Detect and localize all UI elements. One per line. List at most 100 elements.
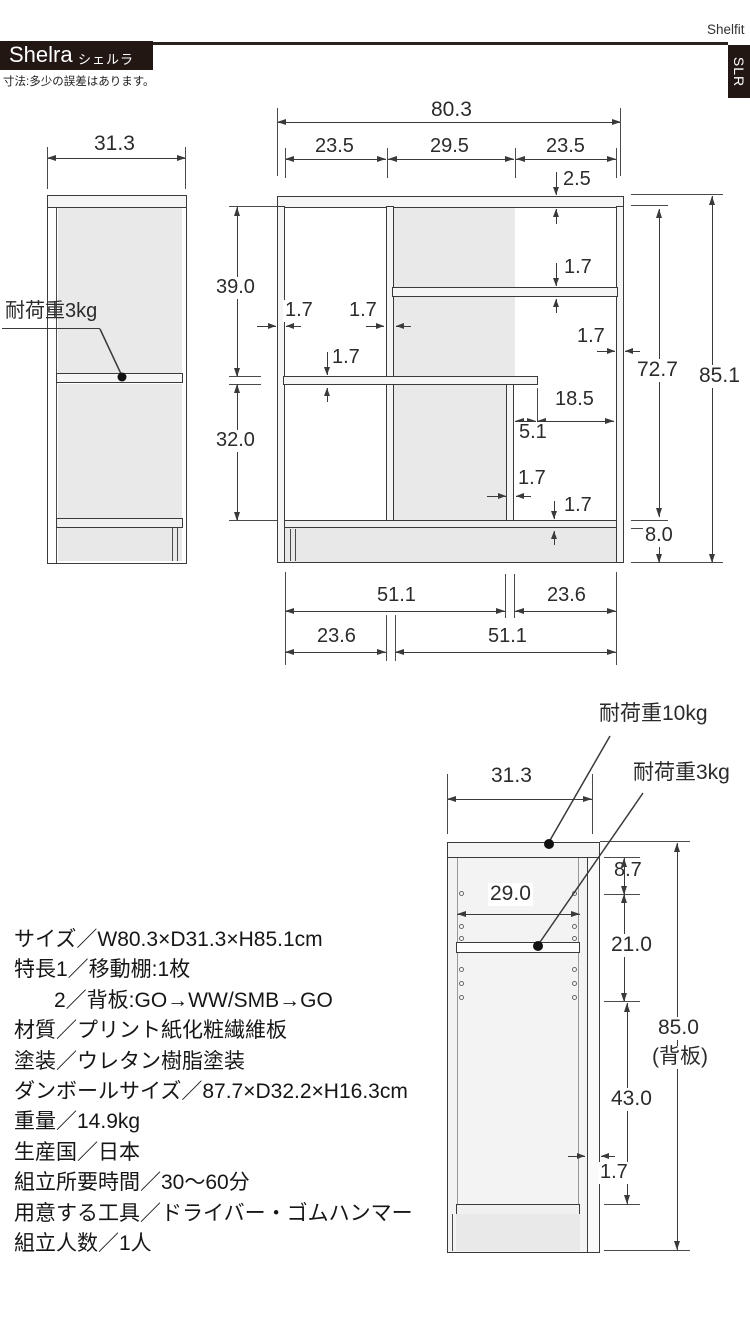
- spec-line-country: 生産国／日本: [14, 1140, 140, 1164]
- inner-face-line: [578, 858, 579, 1205]
- lower-right-divider: [506, 383, 514, 522]
- brand-name: Shelra: [9, 42, 73, 67]
- dim-panel-thickness: 1.7: [516, 467, 548, 490]
- ext-line: [277, 108, 278, 176]
- side-kick-fill: [58, 528, 182, 561]
- movable-shelf: [283, 376, 538, 385]
- top-panel: [277, 196, 624, 208]
- ext-line: [229, 376, 261, 377]
- back-panel-line: [56, 208, 57, 563]
- ext-line: [620, 108, 621, 176]
- arrow: [550, 501, 557, 519]
- dim-line: [620, 858, 627, 895]
- peg-hole: [459, 924, 464, 929]
- dim-front-total-width: 80.3: [429, 98, 474, 122]
- spec-line-feature1: 特長1／移動棚:1枚: [14, 958, 191, 982]
- ext-line: [229, 206, 277, 207]
- arrow: [552, 209, 559, 224]
- back-strip: [586, 842, 600, 1253]
- fixed-shelf: [392, 287, 618, 297]
- back-kick-fill: [456, 1214, 580, 1251]
- arrow: [625, 347, 640, 354]
- dim-upper-section: 39.0: [214, 276, 257, 299]
- brand-kana: シェルラ: [78, 52, 135, 67]
- dim-line: [285, 155, 386, 162]
- spec-line-tools: 用意する工具／ドライバー・ゴムハンマー: [14, 1201, 413, 1225]
- ext-line: [631, 194, 723, 195]
- dim-line: [537, 417, 614, 424]
- dim-span-long: 51.1: [486, 625, 529, 648]
- kick-base: [284, 527, 617, 563]
- spec-line-size: サイズ／W80.3×D31.3×H85.1cm: [14, 928, 323, 951]
- dim-panel-thickness: 1.7: [283, 299, 315, 322]
- dim-total-height: 85.1: [697, 364, 742, 388]
- right-side-panel: [616, 206, 624, 563]
- dim-line: [395, 648, 616, 655]
- arrow: [550, 531, 557, 545]
- arrow: [487, 492, 506, 499]
- ext-line: [600, 841, 690, 842]
- spec-line-feature2: 2／背板:GO→WW/SMB→GO: [54, 988, 333, 1012]
- ext-line: [631, 562, 723, 563]
- back-opening-lower: [393, 384, 507, 521]
- dim-back-height-note: (背板): [650, 1045, 710, 1069]
- arrow: [257, 322, 276, 329]
- dim-back-top: 8.7: [612, 859, 644, 882]
- spec-line-material: 材質／プリント紙化粧繊維板: [14, 1019, 287, 1043]
- ext-line: [285, 572, 286, 665]
- ext-line: [616, 148, 617, 178]
- spec-line-coating: 塗装／ウレタン樹脂塗装: [14, 1049, 245, 1073]
- arrow: [396, 322, 411, 329]
- arrow: [286, 322, 301, 329]
- dim-panel-thickness: 1.7: [562, 494, 594, 517]
- arrow: [516, 492, 531, 499]
- ext-line: [604, 1001, 640, 1002]
- arrow: [552, 263, 559, 286]
- ext-line: [515, 148, 516, 178]
- back-top-panel: [447, 842, 600, 858]
- load-label-shelf: 耐荷重3kg: [5, 300, 98, 322]
- ext-line: [505, 574, 506, 618]
- ext-line: [447, 774, 448, 834]
- ext-line: [631, 520, 668, 521]
- peg-hole: [572, 995, 577, 1000]
- dim-span-long: 51.1: [375, 584, 418, 607]
- peg-hole: [459, 995, 464, 1000]
- spec-line-box-size: ダンボールサイズ／87.7×D32.2×H16.3cm: [14, 1080, 408, 1104]
- dim-depth: 31.3: [92, 132, 137, 156]
- series-name: Shelfit: [707, 22, 745, 37]
- dim-panel-thickness: 1.7: [562, 256, 594, 279]
- kick-inset-line: [295, 529, 296, 561]
- peg-hole: [572, 967, 577, 972]
- kick-inset-line: [177, 528, 178, 561]
- ext-line: [386, 615, 387, 661]
- ext-line: [395, 615, 396, 661]
- lower-left-divider: [386, 383, 394, 522]
- arrow: [323, 388, 330, 402]
- ext-line: [229, 384, 261, 385]
- dim-base-height: 8.0: [643, 524, 675, 547]
- spec-line-assembly-time: 組立所要時間／30〜60分: [14, 1171, 250, 1195]
- back-movable-shelf: [456, 942, 580, 953]
- arrow: [597, 347, 615, 354]
- dim-span-short: 23.6: [545, 584, 588, 607]
- ext-line: [604, 1250, 690, 1251]
- dim-inner-width: 29.0: [488, 882, 533, 906]
- dim-span-short: 23.6: [315, 625, 358, 648]
- ext-line: [537, 388, 538, 428]
- peg-hole: [572, 924, 577, 929]
- side-top-panel: [47, 195, 187, 208]
- dim-col-left: 23.5: [313, 135, 356, 158]
- arrow: [323, 352, 330, 375]
- side-shelf: [56, 373, 183, 383]
- model-code-box: SLR: [728, 45, 750, 98]
- dim-line: [233, 384, 240, 521]
- ext-line: [229, 520, 277, 521]
- dim-line: [447, 795, 592, 802]
- inner-face-line: [457, 858, 458, 1205]
- dim-panel-thickness: 1.7: [575, 325, 607, 348]
- ext-line: [514, 574, 515, 618]
- arrow: [552, 299, 559, 313]
- dim-shelf-gap: 18.5: [553, 388, 596, 411]
- header-rule: [153, 42, 728, 45]
